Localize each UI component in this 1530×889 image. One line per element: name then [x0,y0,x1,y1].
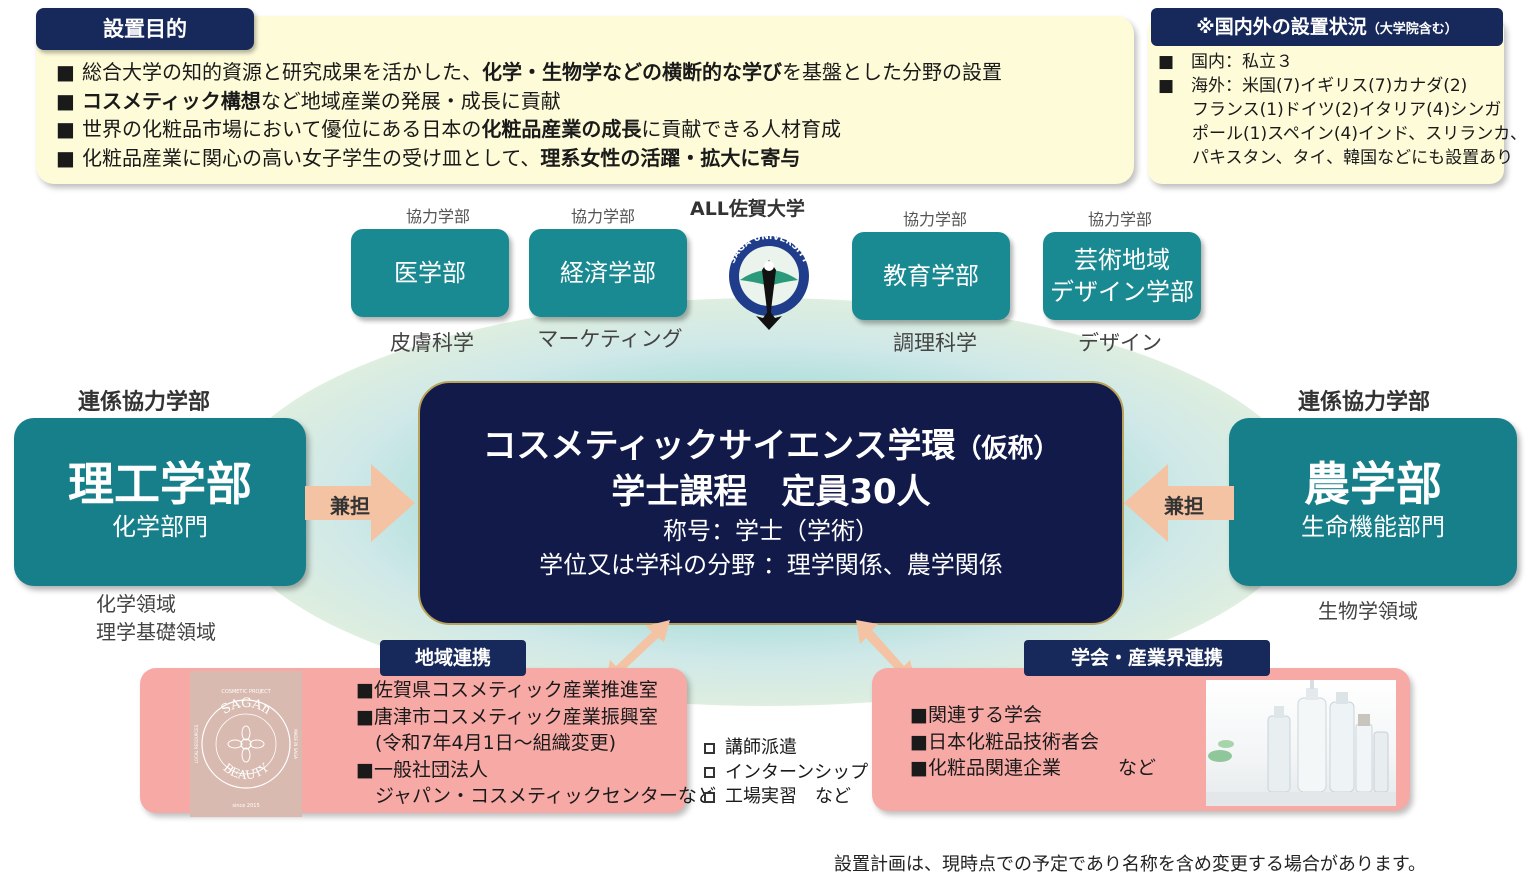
bullet-icon: ■ [56,145,75,170]
svg-text:since 2015: since 2015 [232,803,259,809]
coop-label: 協力学部 [570,207,635,226]
faculty-economics-sub: マーケティング [537,327,683,351]
program-field: 学位又は学科の分野 ：理学関係、農学関係 [539,551,1003,579]
footnote: 設置計画は、現時点での予定であり名称を含め変更する場合があります。 [834,854,1427,875]
svg-text:LOCAL RESOURCES: LOCAL RESOURCES [194,724,199,763]
right-kentan-label: 兼担 [1164,494,1204,518]
list-item: 講師派遣 [704,736,868,761]
purpose-item: ■世界の化粧品市場において優位にある日本の化粧品産業の成長に貢献できる人材育成 [56,115,1126,144]
svg-text:MADE IN SAGA: MADE IN SAGA [293,729,298,759]
bullet-icon: ■ [56,88,75,113]
purpose-list: ■総合大学の知的資源と研究成果を活かした、化学・生物学などの横断的な学びを基盤と… [56,58,1126,172]
checkbox-square-icon [704,767,715,778]
region-double-arrow-icon [606,620,670,680]
faculty-education-sub: 調理科学 [893,331,977,355]
industry-title: 学会・産業界連携 [1024,640,1270,676]
program-capacity: 学士課程 定員30人 [611,472,931,512]
international-title: ※国内外の設置状況（大学院含む） [1151,8,1503,46]
right-field-list: 生物学領域 [1318,599,1418,623]
faculty-art-design: 芸術地域デザイン学部 [1043,232,1201,320]
left-kentan-label: 兼担 [330,494,370,518]
cosmetics-bottles-photo [1206,680,1396,806]
faculty-art-design-sub: デザイン [1078,331,1162,355]
left-field-list: 化学領域 理学基礎領域 [96,592,216,644]
purpose-item: ■総合大学の知的資源と研究成果を活かした、化学・生物学などの横断的な学びを基盤と… [56,58,1126,87]
list-item: 工場実習 など [704,785,868,810]
purpose-title: 設置目的 [36,8,254,50]
faculty-education: 教育学部 [852,232,1010,320]
faculty-economics: 経済学部 [529,229,687,317]
faculty-agriculture: 農学部 生命機能部門 [1229,418,1517,586]
sagan-beauty-logo: COSMETIC PROJECT SAGAn BEAUTY since 2015… [190,671,302,817]
program-degree: 称号：学士（学術） [663,517,879,545]
all-saga-label: ALL佐賀大学 [690,198,805,220]
collaboration-activities-list: 講師派遣 インターンシップ 工場実習 など [704,736,868,810]
right-renkei-label: 連係協力学部 [1298,390,1431,415]
bullet-icon: ■ [56,60,75,84]
list-item: インターンシップ [704,761,868,786]
sagan-beauty-logo-icon: COSMETIC PROJECT SAGAn BEAUTY since 2015… [194,689,298,809]
svg-text:COSMETIC PROJECT: COSMETIC PROJECT [221,689,271,695]
bullet-icon: ■ [56,117,75,141]
saga-university-logo-icon: SAGA UNIVERSITY [727,232,811,330]
purpose-item: ■コスメティック構想など地域産業の発展・成長に貢献 [56,87,1126,116]
checkbox-square-icon [704,791,715,803]
right-arrow-icon [1124,464,1234,542]
region-title: 地域連携 [380,640,526,676]
program-center-box: コスメティックサイエンス学環（仮称） 学士課程 定員30人 称号：学士（学術） … [418,381,1124,625]
international-list: ■ 国内：私立３ ■ 海外：米国(7)イギリス(7)カナダ(2) フランス(1)… [1158,52,1527,168]
svg-text:SAGAn: SAGAn [219,696,274,718]
coop-label: 協力学部 [902,210,967,229]
cosmetic-bottles-icon [1206,680,1396,806]
faculty-medicine-sub: 皮膚科学 [390,331,474,355]
coop-label: 協力学部 [1087,210,1152,229]
svg-text:BEAUTY: BEAUTY [221,760,273,782]
faculty-medicine: 医学部 [351,229,509,317]
purpose-item: ■化粧品産業に関心の高い女子学生の受け皿として、理系女性の活躍・拡大に寄与 [56,144,1126,173]
faculty-science-engineering: 理工学部 化学部門 [14,418,306,586]
program-title: コスメティックサイエンス学環（仮称） [482,426,1060,466]
coop-label: 協力学部 [405,207,470,226]
region-list: ■佐賀県コスメティック産業推進室 ■唐津市コスメティック産業振興室 (令和7年4… [356,679,716,807]
left-renkei-label: 連係協力学部 [78,390,211,415]
industry-list: ■関連する学会 ■日本化粧品技術者会 ■化粧品関連企業 など [910,704,1156,779]
left-arrow-icon [305,464,415,542]
checkbox-square-icon [704,742,715,754]
